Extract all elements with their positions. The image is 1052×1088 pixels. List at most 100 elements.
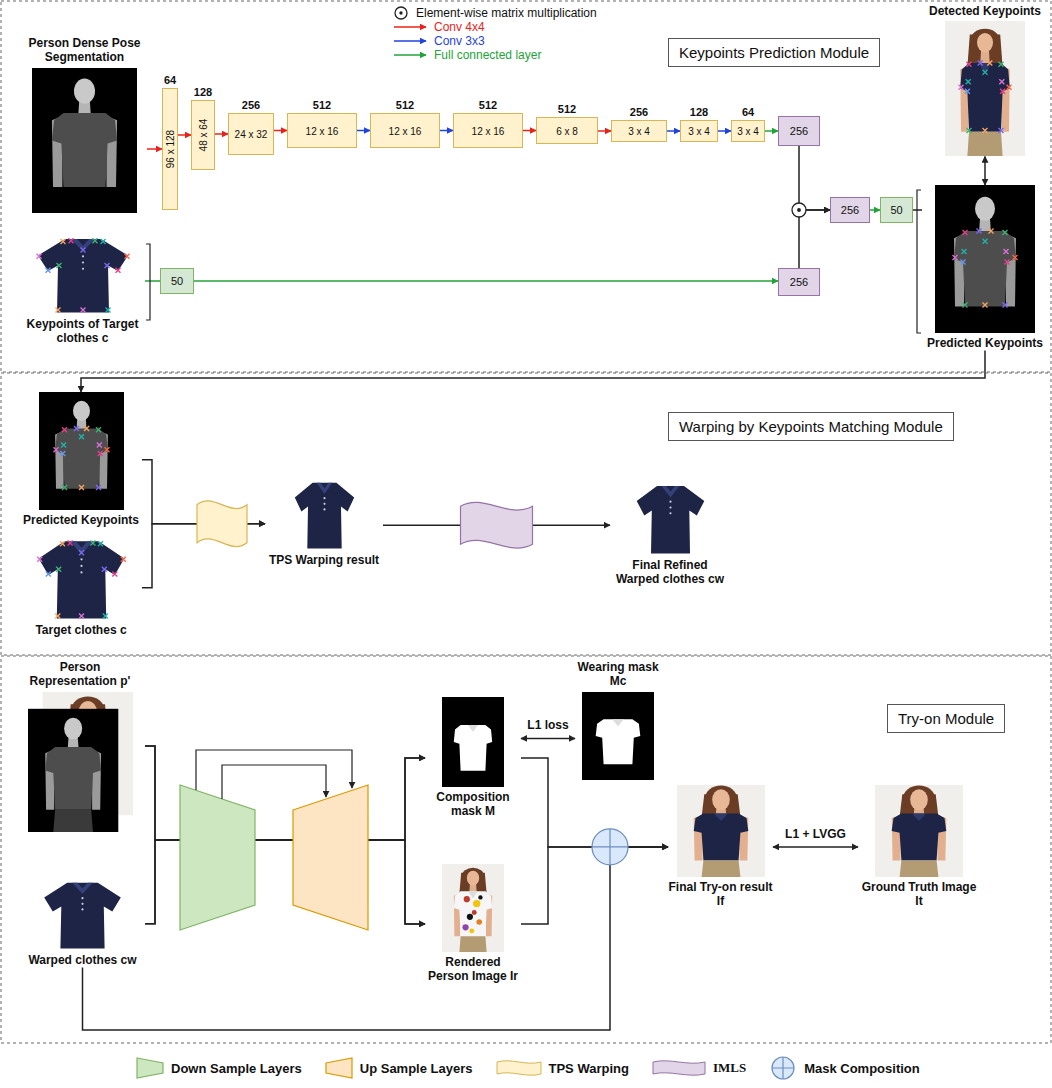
illustration xyxy=(287,480,362,550)
collar xyxy=(72,883,92,894)
head xyxy=(910,789,928,810)
illustration xyxy=(28,692,133,832)
image-ground xyxy=(34,538,129,620)
feature-box: 256 xyxy=(830,197,870,223)
legend-label: TPS Warping xyxy=(549,1061,629,1076)
image-panel: Final Try-on result If xyxy=(668,785,773,909)
keypoint-cross xyxy=(1007,85,1012,90)
connector-arrow xyxy=(765,130,778,132)
feature-map-size: 48 x 64 xyxy=(198,119,209,152)
collar xyxy=(661,486,679,498)
channel-count: 512 xyxy=(558,103,576,115)
conv-layer-box: 51212 x 16 xyxy=(287,113,357,148)
connector-arrow xyxy=(440,130,453,132)
legend-item: Up Sample Layers xyxy=(324,1056,473,1080)
keypoint-cross xyxy=(967,128,972,133)
button xyxy=(81,897,83,899)
connector-arrow xyxy=(984,156,986,185)
keypoint-cross xyxy=(55,308,60,313)
image-ground xyxy=(39,392,124,510)
connector-arrow xyxy=(598,130,611,132)
keypoint-cross xyxy=(977,228,982,233)
connector-arrow xyxy=(357,130,370,132)
legend-label: Element-wise matrix multiplication xyxy=(416,6,597,20)
keypoint-cross xyxy=(92,238,97,243)
connector-arrow xyxy=(147,148,162,150)
image-illustration xyxy=(582,692,654,780)
legend-item: Conv 4x4 xyxy=(392,20,597,34)
image-illustration xyxy=(945,21,1025,156)
keypoint-cross xyxy=(56,567,61,572)
connector-arrow xyxy=(194,280,778,282)
image-caption: Person Dense Pose Segmentation xyxy=(22,36,147,65)
texture-blob xyxy=(467,914,473,920)
image-panel: Predicted Keypoints xyxy=(922,185,1048,350)
channel-count: 128 xyxy=(690,106,708,118)
illustration xyxy=(442,697,504,787)
keypoint-cross xyxy=(104,263,109,268)
module-title: Try-on Module xyxy=(887,704,1005,733)
image-illustration xyxy=(287,480,362,550)
image-panel: TPS Warping result xyxy=(265,480,383,567)
conv-layer-box: 5126 x 8 xyxy=(536,117,598,144)
legend-item: Full connected layer xyxy=(392,48,597,62)
legend-sample xyxy=(651,1056,707,1080)
channel-count: 512 xyxy=(313,99,331,111)
keypoint-cross xyxy=(60,239,65,244)
keypoint-cross xyxy=(62,485,67,490)
dense-pose xyxy=(28,709,118,832)
illustration xyxy=(33,236,133,314)
image-panel: Person Representation p' xyxy=(15,660,145,832)
module-title: Warping by Keypoints Matching Module xyxy=(668,412,954,441)
button xyxy=(80,558,82,560)
illustration xyxy=(442,864,504,952)
image-ground xyxy=(28,709,118,832)
connector-arrow xyxy=(799,146,830,210)
image-caption: Warped clothes cw xyxy=(20,953,145,967)
keypoint-cross xyxy=(1003,230,1008,235)
module-title-text: Warping by Keypoints Matching Module xyxy=(679,418,943,435)
connector-arrow xyxy=(667,130,680,132)
multiply-dot xyxy=(399,11,402,14)
feature-box: 256 xyxy=(778,116,820,146)
channel-count: 64 xyxy=(164,74,176,86)
conv-layer-box: 1283 x 4 xyxy=(680,120,718,142)
head xyxy=(467,704,479,719)
connector-arrow xyxy=(83,847,669,1030)
mask-composition-symbol xyxy=(772,1057,794,1079)
image-illustration xyxy=(442,697,504,787)
image-illustration xyxy=(442,864,504,952)
keypoint-cross xyxy=(999,80,1004,85)
channel-count: 256 xyxy=(630,106,648,118)
collar xyxy=(468,725,478,732)
conv-layer-box: 12848 x 64 xyxy=(191,100,215,170)
bracket xyxy=(917,190,921,333)
legend-item: Conv 3x3 xyxy=(392,34,597,48)
legend-arrow xyxy=(394,26,426,28)
image-caption: Rendered Person Image Ir xyxy=(425,955,521,984)
collar xyxy=(70,541,93,554)
channel-count: 256 xyxy=(790,276,808,288)
image-caption: Keypoints of Target clothes c xyxy=(20,317,145,346)
illustration xyxy=(875,785,963,877)
button xyxy=(81,261,83,263)
button xyxy=(669,506,671,508)
illustration xyxy=(633,483,708,555)
connector-arrow xyxy=(773,846,858,848)
image-illustration xyxy=(33,236,133,314)
keypoint-cross xyxy=(96,443,101,448)
legend-label: Down Sample Layers xyxy=(171,1061,302,1076)
button xyxy=(323,497,325,499)
image-illustration xyxy=(875,785,963,877)
image-illustration xyxy=(633,483,708,555)
keypoint-cross xyxy=(989,228,994,233)
collar xyxy=(612,719,624,726)
image-panel: Ground Truth Image It xyxy=(858,785,980,909)
legend-arrow xyxy=(394,54,426,56)
image-panel: Composition mask M xyxy=(425,697,521,819)
feature-box: 50 xyxy=(880,197,913,223)
collar xyxy=(71,239,95,252)
connector-arrow xyxy=(523,130,536,132)
channel-count: 512 xyxy=(396,99,414,111)
texture-blob xyxy=(473,900,480,907)
